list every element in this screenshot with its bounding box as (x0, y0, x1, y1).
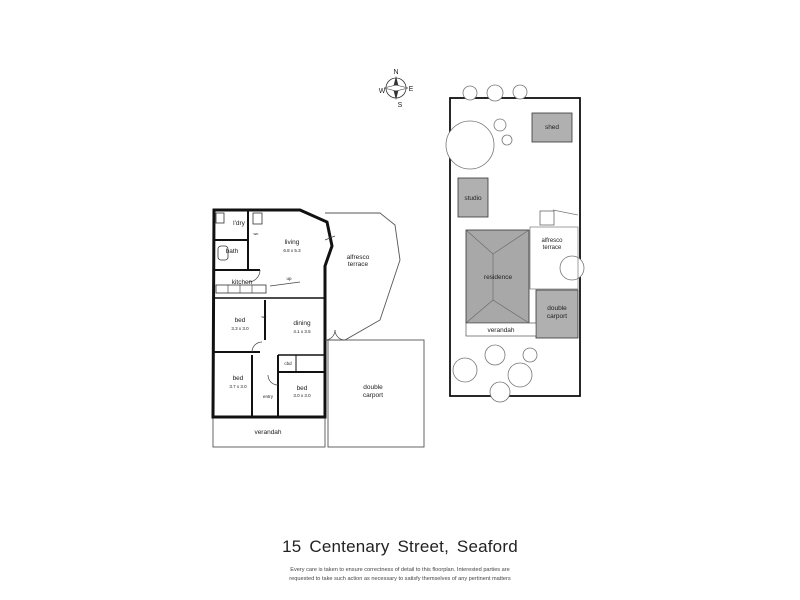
room-bed-3-dims: 3.0 x 3.0 (293, 393, 311, 398)
compass-w: W (379, 88, 386, 95)
residence-label: residence (484, 274, 513, 281)
room-entry: entry (263, 394, 274, 399)
compass-n: N (393, 69, 398, 76)
room-bed-1: bed (235, 317, 246, 324)
studio-label: studio (464, 195, 482, 202)
room-dining-dims: 4.1 x 3.5 (293, 329, 311, 334)
site-verandah-label: verandah (487, 327, 514, 334)
room-bed-3: bed (297, 385, 308, 392)
room-bed-1-dims: 3.3 x 3.0 (231, 326, 249, 331)
alfresco-pergola (539, 210, 555, 226)
siteplan: shed studio residence alfresco terrace d… (445, 84, 585, 403)
site-verandah (465, 322, 537, 337)
compass-rose: N E S W (379, 69, 414, 109)
carport-outline (327, 339, 425, 448)
shed (531, 112, 573, 143)
room-living: living (285, 239, 300, 246)
site-boundary (449, 97, 581, 397)
room-verandah: verandah (254, 429, 281, 436)
alfresco-outline (325, 212, 401, 341)
alfresco-area (529, 226, 579, 290)
house-outer-wall (211, 208, 334, 419)
room-bed-2-dims: 3.7 x 3.0 (229, 384, 247, 389)
room-carport: carport (363, 392, 383, 399)
trees (445, 84, 585, 403)
room-wir: wir (261, 314, 267, 319)
room-bath: bath (226, 248, 239, 255)
site-alfresco-label: alfresco (541, 238, 563, 244)
site-carport (535, 289, 579, 339)
site-terrace-label: terrace (543, 245, 562, 251)
room-bed-2: bed (233, 375, 244, 382)
room-double: double (363, 384, 383, 391)
property-title: 15 Centenary Street, Seaford (282, 537, 518, 556)
site-double-label: double (547, 305, 567, 312)
site-carport-label: carport (547, 313, 567, 320)
room-ldry: l'dry (233, 220, 245, 227)
room-cbd: cbd (284, 361, 292, 366)
shed-label: shed (545, 124, 559, 131)
compass-e: E (409, 86, 414, 93)
studio (457, 177, 489, 218)
floorplan: l'dry bath wc kitchen living 6.8 x 5.3 u… (211, 208, 425, 448)
compass-s: S (398, 102, 403, 109)
disclaimer: Every care is taken to ensure correctnes… (0, 566, 800, 584)
room-dining: dining (293, 320, 311, 327)
disclaimer-line-2: requested to take such action as necessa… (289, 576, 511, 582)
room-terrace: terrace (348, 261, 369, 268)
room-alfresco: alfresco (347, 254, 370, 261)
room-kitchen: kitchen (232, 279, 253, 286)
disclaimer-line-1: Every care is taken to ensure correctnes… (290, 567, 510, 573)
stairs-up-label: up (286, 276, 292, 281)
room-living-dims: 6.8 x 5.3 (283, 248, 301, 253)
room-wc: wc (254, 231, 259, 236)
